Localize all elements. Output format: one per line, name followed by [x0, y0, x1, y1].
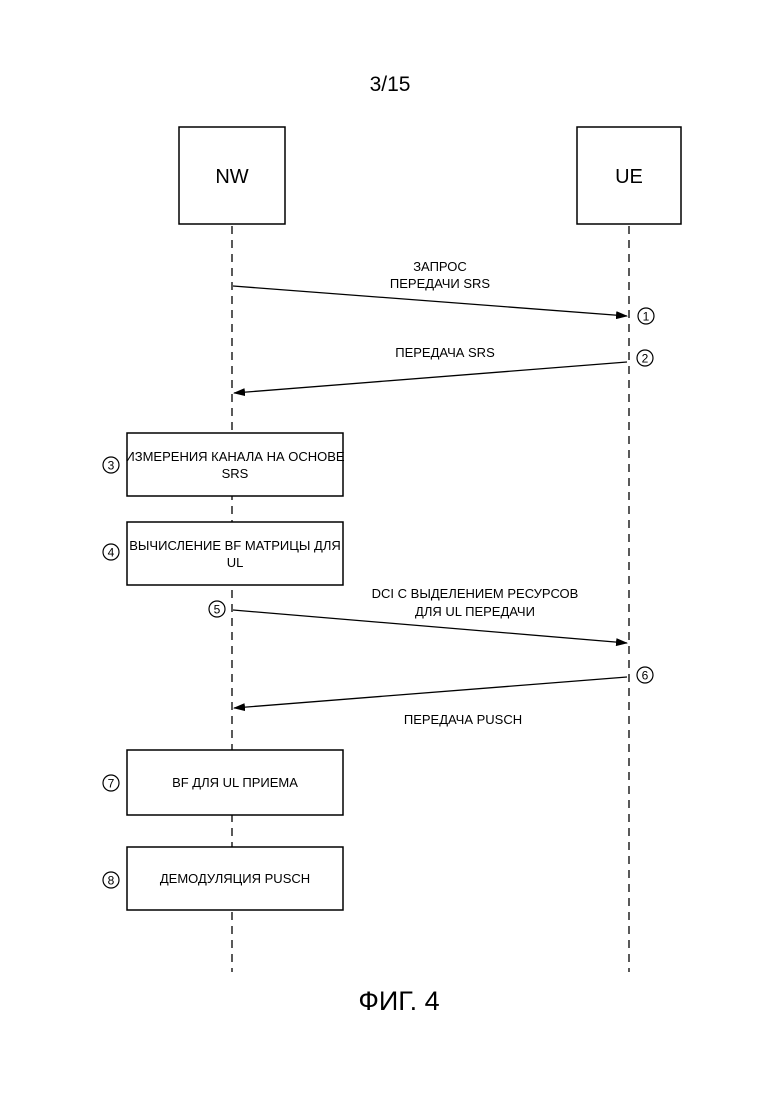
process-box-bf-matrix: ВЫЧИСЛЕНИЕ BF МАТРИЦЫ ДЛЯ UL — [127, 522, 343, 585]
step-marker-6-number: 6 — [642, 669, 649, 683]
message-srs-transmission: ПЕРЕДАЧА SRS — [234, 345, 627, 393]
process-box-bf-ul-reception-label: BF ДЛЯ UL ПРИЕМА — [172, 775, 298, 790]
step-marker-3-number: 3 — [108, 459, 115, 473]
process-box-bf-matrix-rect — [127, 522, 343, 585]
process-box-pusch-demodulation-label: ДЕМОДУЛЯЦИЯ PUSCH — [160, 871, 310, 886]
message-srs-transmission-arrow — [234, 362, 627, 393]
process-box-pusch-demodulation: ДЕМОДУЛЯЦИЯ PUSCH — [127, 847, 343, 910]
process-box-bf-ul-reception: BF ДЛЯ UL ПРИЕМА — [127, 750, 343, 815]
message-dci-label-line2: ДЛЯ UL ПЕРЕДАЧИ — [415, 604, 535, 619]
step-marker-2-number: 2 — [642, 352, 649, 366]
step-marker-8-number: 8 — [108, 874, 115, 888]
step-marker-3: 3 — [103, 457, 119, 473]
step-marker-4: 4 — [103, 544, 119, 560]
message-pusch-transmission: ПЕРЕДАЧА PUSCH — [234, 677, 627, 727]
process-box-bf-matrix-line1: ВЫЧИСЛЕНИЕ BF МАТРИЦЫ ДЛЯ — [129, 538, 341, 553]
actor-nw-label: NW — [215, 166, 248, 188]
message-dci: DCI С ВЫДЕЛЕНИЕМ РЕСУРСОВ ДЛЯ UL ПЕРЕДАЧ… — [233, 586, 627, 643]
process-box-bf-matrix-line2: UL — [227, 555, 244, 570]
step-marker-5: 5 — [209, 601, 225, 617]
process-box-channel-measurement-rect — [127, 433, 343, 496]
process-box-channel-measurement: ИЗМЕРЕНИЯ КАНАЛА НА ОСНОВЕ SRS — [125, 433, 345, 496]
step-marker-1-number: 1 — [643, 310, 650, 324]
step-marker-7-number: 7 — [108, 777, 115, 791]
page-number: 3/15 — [370, 73, 411, 96]
step-marker-7: 7 — [103, 775, 119, 791]
step-marker-8: 8 — [103, 872, 119, 888]
step-marker-5-number: 5 — [214, 603, 221, 617]
message-srs-request-label-line2: ПЕРЕДАЧИ SRS — [390, 276, 490, 291]
message-pusch-transmission-label: ПЕРЕДАЧА PUSCH — [404, 712, 522, 727]
figure-caption: ФИГ. 4 — [358, 986, 439, 1016]
step-marker-2: 2 — [637, 350, 653, 366]
process-box-channel-measurement-line1: ИЗМЕРЕНИЯ КАНАЛА НА ОСНОВЕ — [125, 449, 345, 464]
step-marker-6: 6 — [637, 667, 653, 683]
actor-nw: NW — [179, 127, 285, 224]
step-marker-4-number: 4 — [108, 546, 115, 560]
message-srs-transmission-label: ПЕРЕДАЧА SRS — [395, 345, 495, 360]
actor-ue: UE — [577, 127, 681, 224]
message-dci-label-line1: DCI С ВЫДЕЛЕНИЕМ РЕСУРСОВ — [372, 586, 579, 601]
step-marker-1: 1 — [638, 308, 654, 324]
process-box-channel-measurement-line2: SRS — [222, 466, 249, 481]
message-pusch-transmission-arrow — [234, 677, 627, 708]
actor-ue-label: UE — [615, 166, 643, 188]
message-srs-request: ЗАПРОС ПЕРЕДАЧИ SRS — [233, 259, 627, 316]
message-srs-request-label-line1: ЗАПРОС — [413, 259, 467, 274]
